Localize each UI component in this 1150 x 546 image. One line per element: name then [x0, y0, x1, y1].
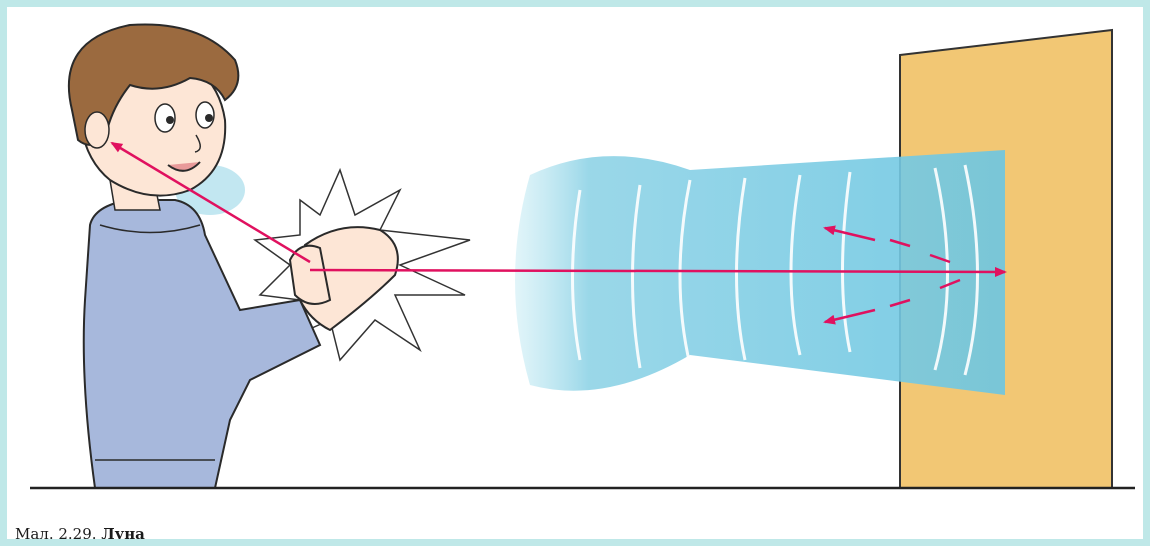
figure-caption: Мал. 2.29. Луна [15, 525, 145, 543]
caption-title: Луна [101, 525, 145, 543]
echo-illustration [7, 7, 1143, 539]
boy-figure [69, 24, 398, 488]
caption-label: Мал. 2.29. [15, 525, 97, 543]
